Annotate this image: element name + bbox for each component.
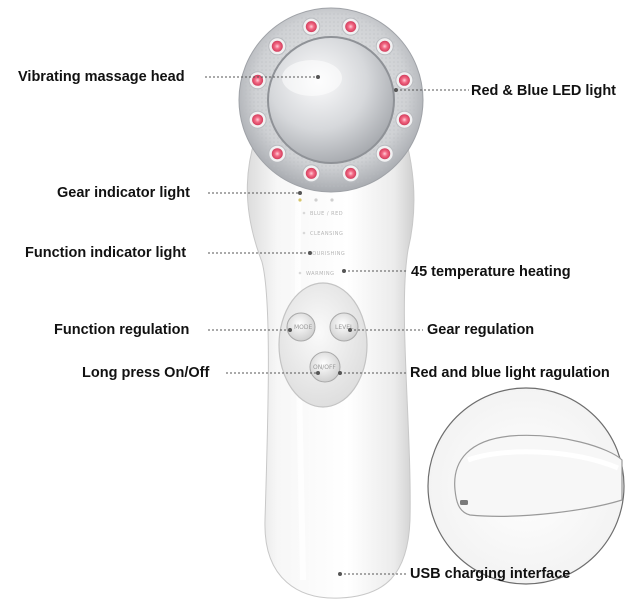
red-led bbox=[398, 114, 410, 126]
gear-indicator-light bbox=[314, 198, 318, 202]
indicator-cleansing: CLEANSING bbox=[310, 231, 343, 237]
usb-port-zoom-inset bbox=[427, 387, 625, 585]
label-function-indicator: Function indicator light bbox=[25, 245, 187, 261]
label-gear-regulation: Gear regulation bbox=[427, 322, 535, 338]
label-gear-indicator: Gear indicator light bbox=[57, 185, 190, 201]
red-led bbox=[252, 114, 264, 126]
red-led bbox=[305, 21, 317, 33]
label-led-light: Red & Blue LED light bbox=[471, 83, 616, 99]
control-pad bbox=[278, 282, 368, 408]
power-button-label: ON/OFF bbox=[313, 364, 336, 371]
indicator-warming: WARMING bbox=[306, 271, 334, 277]
label-vibrating-massage-head: Vibrating massage head bbox=[18, 69, 185, 85]
red-led bbox=[379, 40, 391, 52]
red-led bbox=[345, 167, 357, 179]
level-button[interactable]: LEVEL bbox=[329, 312, 359, 342]
mode-button[interactable]: MODE bbox=[286, 312, 316, 342]
gear-indicator-light bbox=[298, 198, 302, 202]
label-power: Long press On/Off bbox=[82, 365, 210, 381]
mode-button-label: MODE bbox=[294, 324, 313, 331]
red-led bbox=[379, 148, 391, 160]
power-button[interactable]: ON/OFF bbox=[309, 351, 341, 383]
red-led bbox=[271, 40, 283, 52]
level-button-label: LEVEL bbox=[335, 324, 354, 331]
led-ring bbox=[248, 17, 414, 183]
label-usb-charging: USB charging interface bbox=[410, 566, 571, 582]
vibrating-massage-plate bbox=[267, 36, 395, 164]
indicator-blue-red: BLUE / RED bbox=[310, 211, 343, 217]
red-led bbox=[252, 74, 264, 86]
red-led bbox=[345, 21, 357, 33]
gear-indicator-light bbox=[330, 198, 334, 202]
label-temperature-heating: 45 temperature heating bbox=[411, 264, 571, 280]
label-light-regulation: Red and blue light ragulation bbox=[410, 365, 610, 381]
red-led bbox=[305, 167, 317, 179]
red-led bbox=[398, 74, 410, 86]
red-led bbox=[271, 148, 283, 160]
label-function-regulation: Function regulation bbox=[54, 322, 190, 338]
indicator-nourishing: NOURISHING bbox=[308, 251, 345, 257]
leader-lines bbox=[205, 76, 469, 575]
